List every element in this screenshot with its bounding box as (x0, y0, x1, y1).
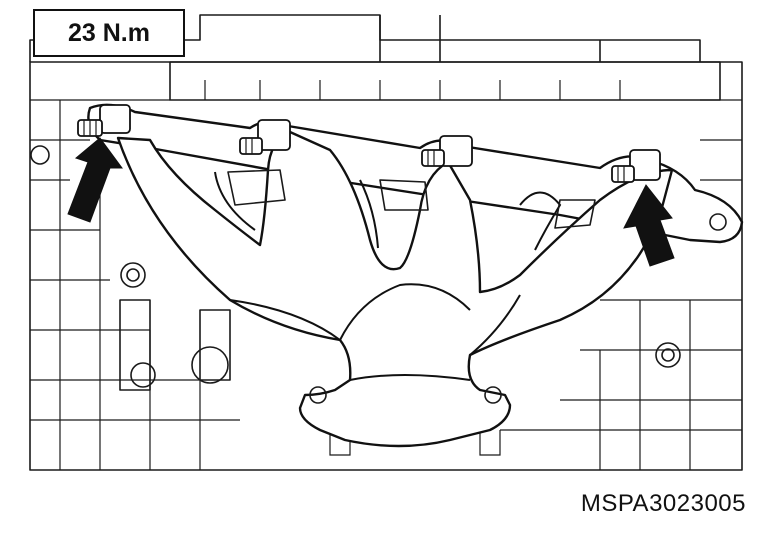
stud-nut-3 (421, 135, 473, 167)
torque-label: 23 N.m (33, 9, 185, 57)
arrow-left (67, 137, 123, 223)
stud-nut-4 (611, 149, 661, 183)
stud-nut-1 (77, 104, 131, 137)
figure-code: MSPA3023005 (580, 490, 746, 517)
stud-nut-2 (239, 119, 291, 155)
arrow-right (623, 184, 675, 267)
engine-block (29, 14, 743, 471)
